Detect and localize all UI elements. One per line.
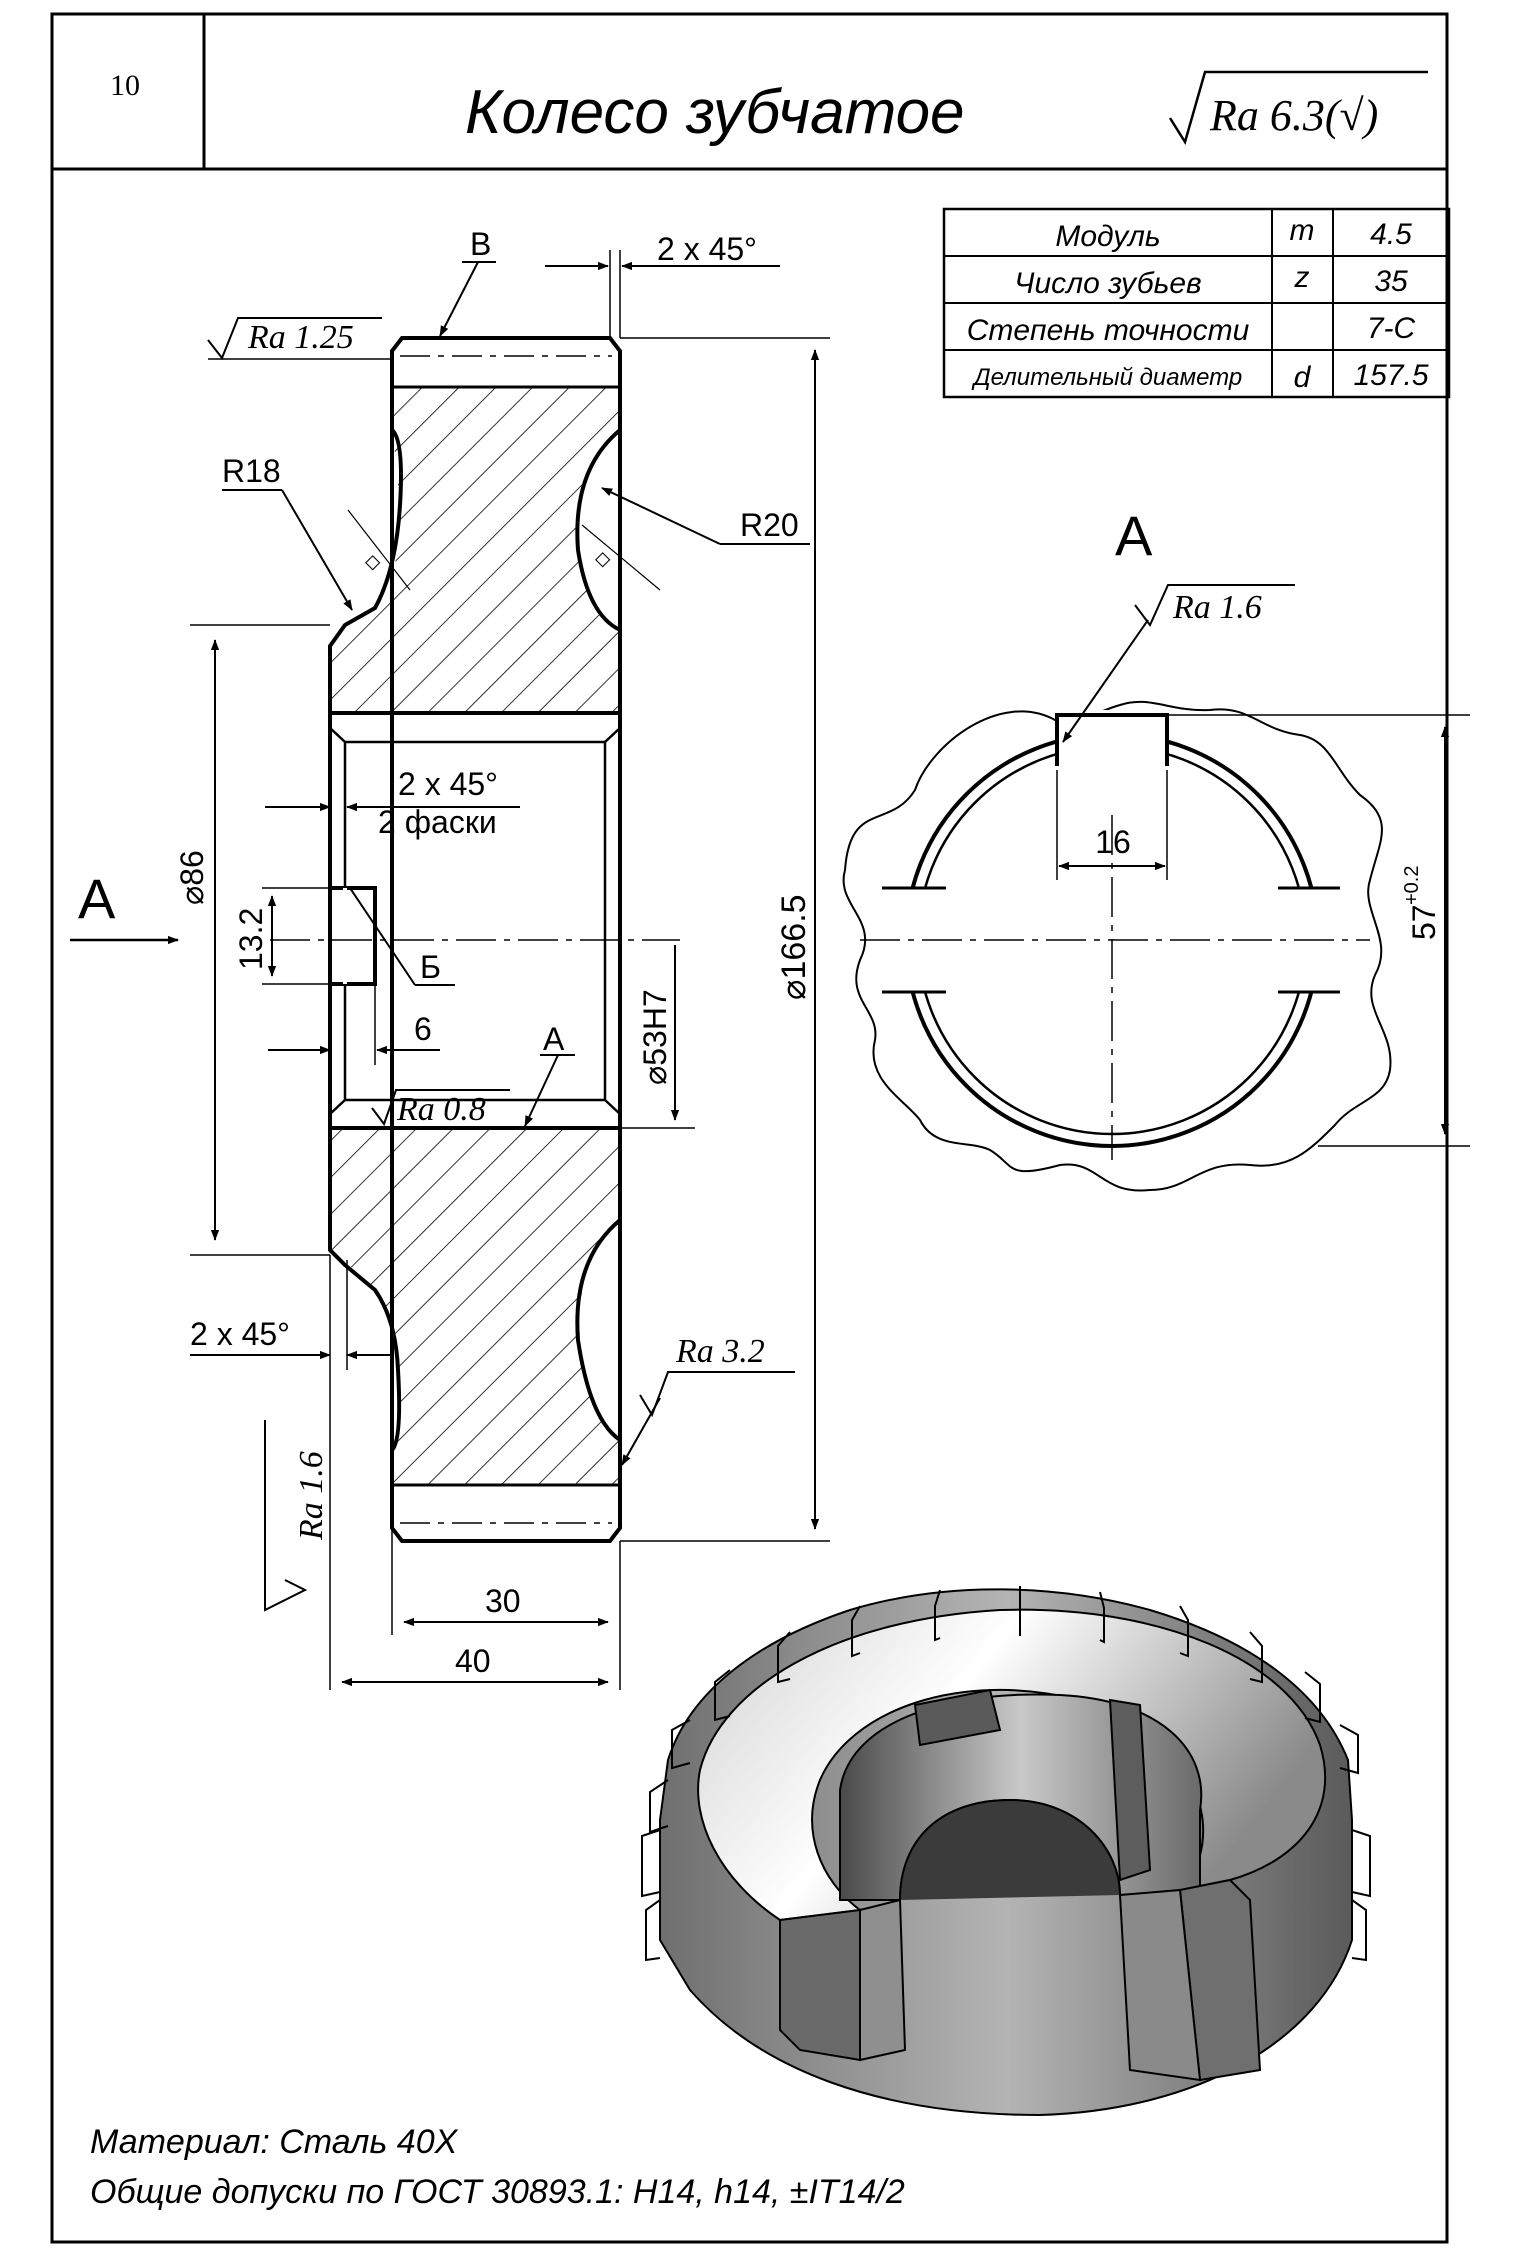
chamfer-top: 2 x 45°: [657, 231, 757, 267]
keyway-depth-tol: +0.2: [1401, 866, 1423, 905]
roughness-general-text: Ra 6.3(√): [1209, 91, 1378, 140]
label-B-top: В: [470, 226, 491, 262]
keyway: [1055, 713, 1169, 766]
gear-contour-upper: [390, 336, 622, 1543]
view-A-title: A: [1115, 504, 1153, 567]
svg-text:◇: ◇: [595, 548, 611, 570]
ra-face: Ra 3.2: [675, 1333, 765, 1370]
chamfer-bore-note: 2 фаски: [378, 804, 497, 840]
dim-30: 30: [485, 1583, 521, 1619]
break-outline: [842, 700, 1392, 1192]
param-symbol-3: d: [1294, 361, 1312, 394]
param-symbol-0: m: [1290, 214, 1315, 247]
section-dimensions: [70, 250, 830, 1690]
param-symbol-1: z: [1294, 261, 1310, 294]
param-name-2: Степень точности: [967, 314, 1250, 347]
view-A: A Ra 1.6 16 57 +0.2: [842, 504, 1470, 1192]
dim-6: 6: [414, 1011, 432, 1047]
param-value-3: 157.5: [1353, 359, 1428, 392]
ra-top: Ra 1.25: [247, 319, 354, 356]
note-material: Материал: Сталь 40Х: [90, 2123, 459, 2161]
param-value-1: 35: [1374, 265, 1408, 298]
gear-3d-illustration: [641, 1586, 1371, 2117]
param-name-0: Модуль: [1055, 220, 1160, 253]
label-Б: Б: [420, 949, 441, 985]
chamfer-bore: 2 x 45°: [398, 766, 498, 802]
dia-86: ⌀86: [174, 850, 210, 905]
parameters-table: Модуль m 4.5 Число зубьев z 35 Степень т…: [942, 207, 1451, 399]
label-A-bore: A: [543, 1021, 565, 1057]
sheet-title: Колесо зубчатое: [465, 78, 965, 147]
lower-web-hatch: [330, 1128, 620, 1485]
param-name-1: Число зубьев: [1014, 267, 1201, 300]
keyway-width: 16: [1095, 824, 1131, 860]
dim-13-2: 13.2: [233, 908, 269, 970]
svg-text:◇: ◇: [365, 551, 381, 573]
param-value-0: 4.5: [1370, 218, 1412, 251]
param-name-3: Делительный диаметр: [971, 364, 1242, 391]
view-A-ra: Ra 1.6: [1172, 589, 1262, 626]
dia-53h7: ⌀53H7: [637, 989, 673, 1085]
roughness-general-symbol: Ra 6.3(√): [1168, 70, 1428, 146]
ra-side: Ra 1.6: [293, 1451, 330, 1541]
r18-label: R18: [222, 453, 281, 489]
dim-40: 40: [455, 1643, 491, 1679]
dia-166-5: ⌀166.5: [775, 894, 813, 1000]
section-view: ◇ ◇: [270, 336, 680, 1543]
section-labels: В 2 x 45° Ra 1.25 R18 R20 2 x 45° 2 фаск…: [78, 226, 813, 1679]
param-value-2: 7-С: [1367, 312, 1416, 345]
ra-bore: Ra 0.8: [396, 1091, 486, 1128]
chamfer-bottom: 2 x 45°: [190, 1316, 290, 1352]
r20-label: R20: [740, 507, 799, 543]
view-arrow-label: A: [78, 867, 116, 930]
page-number: 10: [110, 69, 140, 102]
keyway-depth: 57: [1406, 904, 1442, 940]
note-tolerances: Общие допуски по ГОСТ 30893.1: H14, h14,…: [90, 2173, 905, 2211]
